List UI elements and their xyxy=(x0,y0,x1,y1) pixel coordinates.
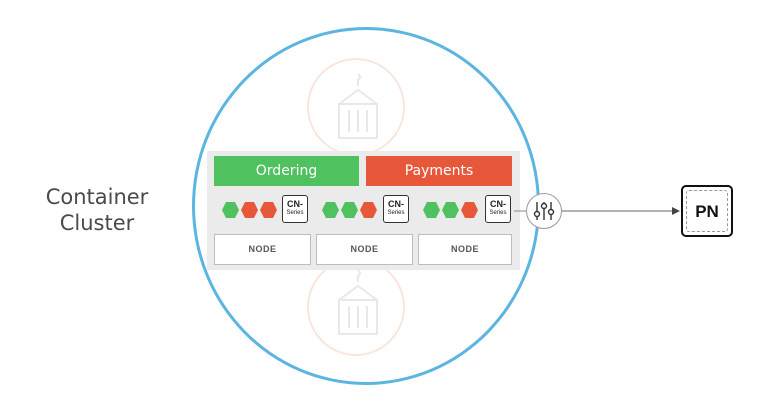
ordering-service-bar: Ordering xyxy=(214,156,359,186)
cn-badge-title: CN- xyxy=(388,199,404,209)
pod-group-3 xyxy=(423,202,478,218)
pod-hexagon xyxy=(442,202,459,218)
pn-firewall-box: PN xyxy=(681,185,733,237)
node-box-1: NODE xyxy=(214,234,311,265)
payments-service-bar: Payments xyxy=(366,156,512,186)
container-cluster-label: Container Cluster xyxy=(22,184,172,236)
cn-series-badge-1: CN- Series xyxy=(282,195,308,223)
cn-badge-title: CN- xyxy=(287,199,303,209)
cn-badge-subtitle: Series xyxy=(489,210,507,216)
cn-badge-title: CN- xyxy=(490,199,506,209)
pod-group-1 xyxy=(222,202,277,218)
filter-sliders-icon xyxy=(526,193,562,229)
pod-hexagon xyxy=(322,202,339,218)
pod-hexagon xyxy=(423,202,440,218)
pod-hexagon xyxy=(260,202,277,218)
pod-group-2 xyxy=(322,202,377,218)
pod-hexagons xyxy=(222,202,478,218)
pn-label: PN xyxy=(686,190,728,232)
cn-series-badge-3: CN- Series xyxy=(485,195,511,223)
node-box-3: NODE xyxy=(418,234,512,265)
pod-hexagon xyxy=(341,202,358,218)
pod-hexagon xyxy=(222,202,239,218)
node-box-2: NODE xyxy=(316,234,413,265)
cn-badge-subtitle: Series xyxy=(286,210,304,216)
pod-hexagon xyxy=(461,202,478,218)
pod-hexagon xyxy=(241,202,258,218)
cluster-label-line2: Cluster xyxy=(59,211,135,235)
cn-series-badge-2: CN- Series xyxy=(383,195,409,223)
pod-hexagon xyxy=(360,202,377,218)
cn-badge-subtitle: Series xyxy=(387,210,405,216)
cluster-label-line1: Container xyxy=(45,185,149,209)
